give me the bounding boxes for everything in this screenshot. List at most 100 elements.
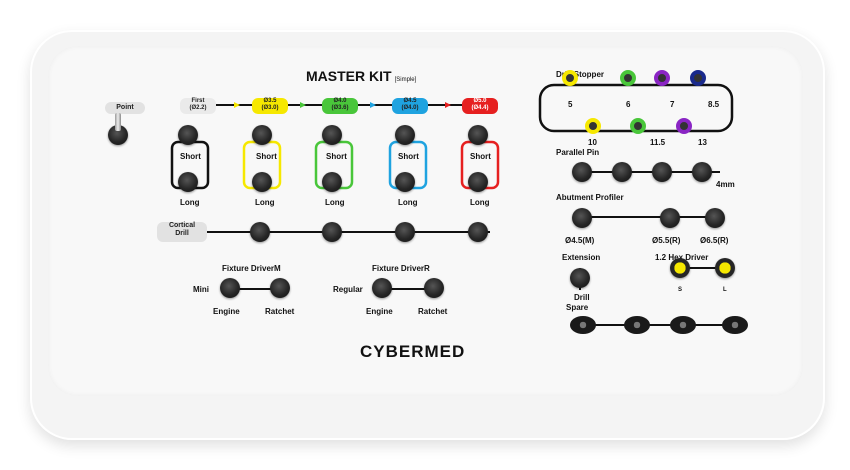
regular-engine-label: Engine — [366, 307, 393, 316]
hex-driver-label: 1.2 Hex Driver — [655, 253, 709, 262]
point-label: Point — [105, 102, 145, 114]
stopper-13 — [676, 118, 692, 134]
fixture-driver-r-label: Fixture DriverR — [372, 264, 430, 273]
abut-label-55: Ø5.5(R) — [652, 236, 681, 245]
abut-label-65: Ø6.5(R) — [700, 236, 729, 245]
fixture-driver-r-tag: R — [424, 264, 430, 273]
parallel-4mm-label: 4mm — [716, 180, 735, 189]
drill-label: Drill — [574, 293, 590, 302]
abutment-slot-2 — [660, 208, 680, 228]
stop-num-85: 8.5 — [708, 100, 720, 109]
regular-ratchet-slot — [424, 278, 444, 298]
first-drill-slot — [178, 125, 198, 145]
fixture-driver-r-text: Fixture Driver — [372, 264, 425, 273]
step-first: First (Ø2.2) — [180, 98, 216, 114]
d40-short-slot — [322, 172, 342, 192]
stopper-115 — [630, 118, 646, 134]
hex-l-num: L — [723, 287, 727, 293]
stopper-10 — [585, 118, 601, 134]
abut-label-45: Ø4.5(M) — [565, 236, 595, 245]
d35-short-slot — [252, 172, 272, 192]
stop-num-6: 6 — [626, 100, 631, 109]
short-label-2: Short — [256, 152, 277, 161]
mini-ratchet-slot — [270, 278, 290, 298]
hex-s-num: S — [678, 287, 683, 293]
cortical-drill-label: Cortical Drill — [157, 222, 207, 242]
mini-label: Mini — [193, 285, 209, 294]
d50-drill-slot — [468, 125, 488, 145]
parallel-pin-label: Parallel Pin — [556, 148, 600, 157]
spare-slot-1 — [570, 316, 596, 334]
fixture-driver-m-label: Fixture DriverM — [222, 264, 281, 273]
mini-ratchet-label: Ratchet — [265, 307, 295, 316]
d45-short-slot — [395, 172, 415, 192]
stopper-85 — [690, 70, 706, 86]
kit-title-sub: [Simple] — [394, 77, 417, 83]
cortical-slot-2 — [322, 222, 342, 242]
hex-l-slot — [715, 258, 735, 278]
cortical-slot-3 — [395, 222, 415, 242]
abutment-profiler-label: Abutment Profiler — [556, 193, 624, 202]
mini-engine-slot — [220, 278, 240, 298]
long-label-5: Long — [470, 198, 490, 207]
point-slot — [108, 125, 128, 145]
kit-title: MASTER KIT[Simple] — [306, 68, 416, 84]
stop-num-5: 5 — [568, 100, 573, 109]
stop-num-115: 11.5 — [650, 138, 666, 147]
long-label-1: Long — [180, 198, 200, 207]
abutment-slot-1 — [572, 208, 592, 228]
point-label-text: Point — [116, 104, 134, 111]
step-first-text: First (Ø2.2) — [189, 98, 207, 111]
regular-label: Regular — [333, 285, 363, 294]
fixture-driver-m-tag: M — [274, 264, 281, 273]
step-35: Ø3.5 (Ø3.0) — [252, 98, 288, 114]
parallel-slot-4 — [692, 162, 712, 182]
short-label-5: Short — [470, 152, 491, 161]
kit-title-text: MASTER KIT — [306, 68, 392, 84]
spare-label: Spare — [566, 303, 589, 312]
drill-stopper-label: Drill Stopper — [556, 70, 605, 79]
short-label-1: Short — [180, 152, 201, 161]
long-label-3: Long — [325, 198, 345, 207]
step-45-text: Ø4.5 (Ø4.0) — [401, 98, 419, 111]
long-label-2: Long — [255, 198, 275, 207]
cortical-slot-1 — [250, 222, 270, 242]
cortical-drill-text: Cortical Drill — [168, 222, 196, 237]
short-label-3: Short — [326, 152, 347, 161]
regular-engine-slot — [372, 278, 392, 298]
fixture-driver-m-text: Fixture Driver — [222, 264, 275, 273]
hex-s-slot — [670, 258, 690, 278]
step-35-text: Ø3.5 (Ø3.0) — [261, 98, 279, 111]
step-40-text: Ø4.0 (Ø3.6) — [331, 98, 349, 111]
mini-engine-label: Engine — [213, 307, 240, 316]
stopper-7 — [654, 70, 670, 86]
parallel-slot-1 — [572, 162, 592, 182]
step-50-text: Ø5.0 (Ø4.4) — [471, 98, 489, 111]
cortical-slot-4 — [468, 222, 488, 242]
spare-slot-2 — [624, 316, 650, 334]
step-45: Ø4.5 (Ø4.0) — [392, 98, 428, 114]
d50-short-slot — [468, 172, 488, 192]
point-drill — [115, 113, 121, 131]
regular-ratchet-label: Ratchet — [418, 307, 448, 316]
extension-label: Extension — [562, 253, 601, 262]
extension-slot — [570, 268, 590, 288]
spare-slot-4 — [722, 316, 748, 334]
stopper-6 — [620, 70, 636, 86]
spare-slot-3 — [670, 316, 696, 334]
d45-drill-slot — [395, 125, 415, 145]
abutment-slot-3 — [705, 208, 725, 228]
parallel-slot-3 — [652, 162, 672, 182]
stop-num-10: 10 — [588, 138, 597, 147]
d40-drill-slot — [322, 125, 342, 145]
parallel-slot-2 — [612, 162, 632, 182]
step-40: Ø4.0 (Ø3.6) — [322, 98, 358, 114]
d35-drill-slot — [252, 125, 272, 145]
stop-num-13: 13 — [698, 138, 707, 147]
stopper-5 — [562, 70, 578, 86]
step-50: Ø5.0 (Ø4.4) — [462, 98, 498, 114]
short-label-4: Short — [398, 152, 419, 161]
stop-num-7: 7 — [670, 100, 675, 109]
cybermed-logo: CYBERMED — [360, 342, 466, 361]
